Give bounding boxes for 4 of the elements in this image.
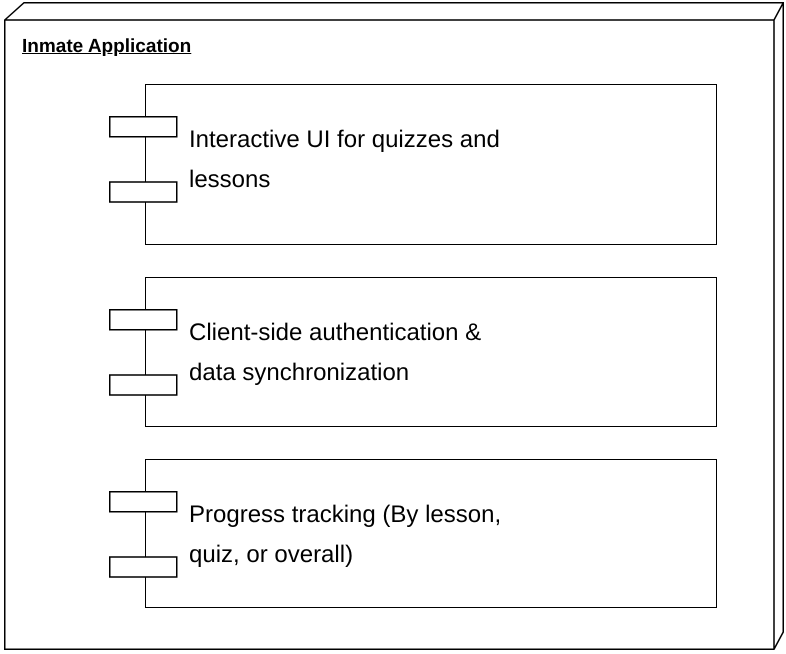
node-title: Inmate Application (22, 36, 192, 58)
component-label: Interactive UI for quizzes and lessons (189, 125, 501, 195)
component-label: Client-side authentication & data synchronization (189, 318, 482, 388)
component-label: Progress tracking (By lesson, quiz, or overall) (189, 500, 502, 570)
